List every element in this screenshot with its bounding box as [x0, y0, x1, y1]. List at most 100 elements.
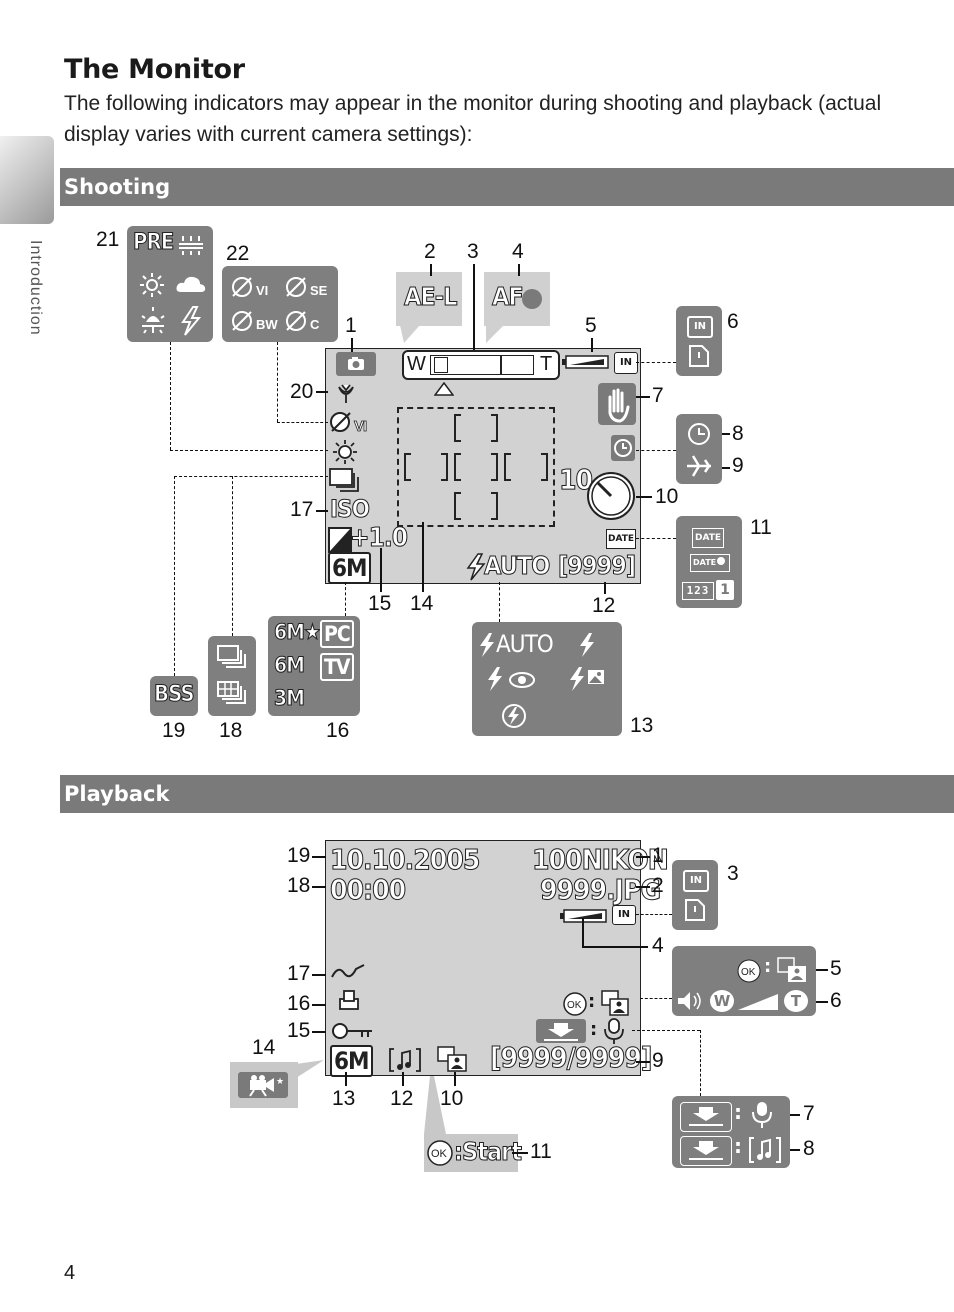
af-box: AF: [484, 272, 550, 326]
page-title: The Monitor: [64, 54, 245, 85]
voice-memo-icon: [749, 1137, 781, 1163]
pre-label: PRE: [132, 230, 174, 256]
home-time-icon: [688, 423, 710, 445]
color-cyanotype-icon: C: [286, 311, 320, 332]
callout-18: 18: [219, 719, 243, 742]
battery-icon: [562, 355, 609, 369]
callout-17: 17: [290, 498, 314, 521]
camera-mode-icon: [336, 352, 376, 376]
exposure-comp-icon: [328, 527, 352, 553]
callout-16: 16: [326, 719, 350, 742]
ok-button-icon: OK: [427, 1140, 453, 1166]
volume-icon: [678, 992, 701, 1010]
small-picture-mark-icon: [437, 1046, 467, 1072]
svg-text:C: C: [310, 317, 320, 332]
color-bw-icon: BW: [232, 311, 278, 332]
pb-callout-17: 17: [287, 962, 311, 985]
date-time-label: DATE: [693, 558, 717, 567]
multi-shot-icon: [217, 681, 246, 704]
image-size-indicator: 6M: [330, 1045, 373, 1077]
ae-lock-pointer: [400, 325, 420, 343]
iso-indicator: ISO: [330, 495, 371, 524]
protect-key-icon: [332, 1023, 372, 1039]
box-18-continuous: [208, 636, 256, 716]
ok-button-icon: OK: [563, 992, 587, 1016]
date-imprint-icon: DATE: [606, 529, 636, 549]
d-lighting-icon: [331, 964, 365, 978]
box-11-date-imprint: DATE DATE 123 1: [676, 516, 742, 608]
svg-text:BW: BW: [256, 317, 278, 332]
continuous-icon: [329, 468, 359, 492]
svg-text:OK: OK: [741, 967, 756, 978]
callout-3: 3: [467, 240, 479, 263]
pb-callout-19: 19: [287, 844, 311, 867]
memory-card-icon: [689, 345, 709, 367]
flash-mode: AUTO: [483, 551, 550, 581]
macro-tulip-icon: [338, 384, 354, 403]
internal-memory-icon: IN: [687, 316, 713, 338]
transfer-icon: [680, 1102, 732, 1132]
flash-auto-label: AUTO: [496, 630, 554, 658]
movie-icon: ★: [238, 1072, 288, 1098]
box-6-memory: IN: [676, 306, 722, 376]
slow-sync-icon: [570, 667, 604, 691]
callout-20: 20: [290, 380, 314, 403]
callout-22: 22: [226, 242, 250, 265]
chapter-tab: [0, 136, 54, 224]
start-label: :Start: [454, 1137, 523, 1167]
flash-auto-icon: [480, 633, 494, 657]
internal-memory-icon: IN: [612, 905, 636, 925]
zoom-w: W: [407, 353, 426, 375]
pb-callout-8: 8: [803, 1137, 815, 1160]
playback-diagram: 10.10.2005 00:00 100NIKON 9999.JPG IN OK…: [230, 840, 842, 1172]
flash-off-icon: [502, 704, 526, 728]
pb-callout-5: 5: [830, 957, 842, 980]
ae-lock-box: AE-L: [396, 272, 462, 326]
svg-text:OK: OK: [431, 1148, 448, 1160]
callout-10: 10: [655, 485, 679, 508]
zoom-t-button: T: [784, 990, 808, 1012]
intro-text: The following indicators may appear in t…: [64, 92, 882, 146]
size-3m: 3M: [274, 686, 306, 711]
internal-memory-icon: IN: [683, 870, 709, 892]
transfer-icon: [680, 1136, 732, 1166]
colon: :: [734, 1134, 742, 1158]
frames-remaining: [9999]: [557, 551, 636, 581]
self-timer-icon: [587, 472, 635, 520]
colon: :: [590, 1019, 598, 1040]
ae-lock-label: AE-L: [403, 282, 457, 312]
page-number: 4: [64, 1262, 76, 1284]
movie-pointer: [296, 1060, 324, 1078]
size-6m-star: 6M★: [274, 620, 322, 645]
microphone-icon: [604, 1018, 624, 1044]
clock-icon: [611, 435, 635, 461]
airplane-icon: [687, 455, 711, 477]
side-label: Introduction: [27, 240, 44, 336]
microphone-icon: [752, 1102, 772, 1128]
pb-callout-16: 16: [287, 992, 311, 1015]
playback-date: 10.10.2005: [329, 843, 480, 877]
pb-callout-18: 18: [287, 874, 311, 897]
callout-6: 6: [727, 310, 739, 333]
shooting-screen: W T IN VI ISO +1.0 6M: [325, 348, 641, 584]
size-6m: 6M: [274, 653, 306, 678]
transfer-icon: [536, 1019, 586, 1043]
pb-callout-12: 12: [390, 1087, 414, 1110]
callout-15: 15: [368, 592, 392, 615]
date-time-icon: DATE: [690, 554, 730, 572]
ok-button-icon: OK: [737, 959, 761, 983]
callout-12: 12: [592, 594, 616, 617]
colon: :: [764, 956, 772, 977]
pb-callout-9: 9: [652, 1049, 664, 1072]
svg-text:SE: SE: [310, 283, 328, 298]
callout-14: 14: [410, 592, 434, 615]
bss-label: BSS: [154, 682, 196, 708]
playback-file: 9999.JPG: [539, 873, 661, 907]
colon: :: [588, 991, 596, 1012]
small-picture-icon: [777, 957, 806, 982]
pb-box-14-movie: ★: [230, 1062, 298, 1108]
cloud-icon: [176, 276, 206, 292]
pb-callout-14: 14: [252, 1036, 276, 1059]
volume-ramp-icon: [738, 994, 778, 1010]
section-playback: Playback: [60, 775, 954, 813]
